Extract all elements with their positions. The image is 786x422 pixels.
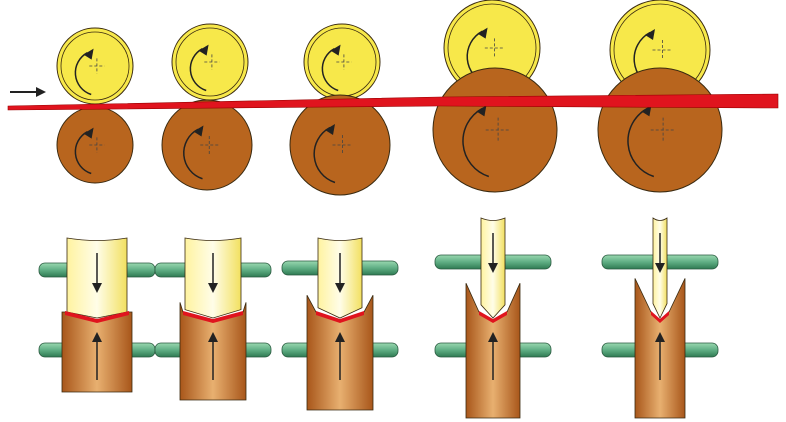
forming-station-5 [601, 217, 719, 419]
upper-roll-rim [175, 27, 245, 97]
lower-roll-4 [432, 67, 558, 193]
forming-station-2 [154, 237, 272, 401]
lower-roll-5 [597, 67, 723, 193]
feed-arrow-head [36, 87, 46, 97]
lower-rotation-arrow-head [641, 105, 652, 117]
forming-station-1 [38, 237, 156, 393]
up-force-arrow-head [488, 332, 498, 342]
down-force-arrow-head [335, 283, 345, 293]
upper-rotation-arrow-head [198, 44, 209, 56]
forming-station-3 [281, 237, 399, 411]
lower-rotation-arrow [313, 126, 336, 184]
up-force-arrow-head [655, 332, 665, 342]
center-mark [484, 38, 504, 58]
formed-strip-section [183, 311, 243, 323]
down-force-arrow-head [655, 263, 665, 273]
upper-rotation-arrow-head [477, 27, 488, 39]
down-force-arrow-head [208, 283, 218, 293]
upper-rotation-arrow [321, 48, 339, 92]
center-mark [652, 40, 673, 60]
formed-strip-section [316, 311, 364, 323]
center-mark [485, 117, 511, 143]
lower-rotation-arrow-head [83, 127, 94, 139]
forming-station-4 [434, 217, 552, 419]
formed-strip-section [65, 311, 129, 323]
formed-strip-section [479, 311, 507, 323]
center-mark [204, 54, 220, 70]
up-force-arrow-head [335, 332, 345, 342]
center-mark [200, 136, 219, 154]
center-mark [650, 117, 676, 143]
center-mark [332, 135, 353, 155]
formed-strip-section [651, 311, 669, 323]
upper-rotation-arrow [74, 52, 92, 96]
upper-rotation-arrow-head [645, 29, 655, 40]
lower-rotation-arrow [74, 131, 92, 175]
lower-rotation-arrow-head [325, 124, 335, 135]
lower-rotation-arrow-head [476, 105, 487, 117]
cross-section-rolls [38, 217, 719, 419]
lower-rotation-arrow [183, 128, 203, 180]
lower-rotation-arrow-head [193, 125, 204, 137]
side-view-rolls [7, 0, 779, 196]
upper-roll-rim [60, 31, 130, 101]
up-force-arrow-head [208, 332, 218, 342]
upper-rotation-arrow-head [330, 44, 341, 56]
lower-rotation-arrow [627, 107, 655, 178]
upper-rotation-arrow-head [83, 48, 94, 60]
center-mark [336, 54, 352, 70]
down-force-arrow-head [488, 263, 498, 273]
down-force-arrow-head [92, 283, 102, 293]
upper-rotation-arrow [189, 48, 207, 92]
lower-rotation-arrow [462, 107, 490, 178]
center-mark [89, 137, 105, 153]
metal-strip [7, 93, 779, 111]
up-force-arrow-head [92, 332, 102, 342]
center-mark [89, 58, 105, 74]
